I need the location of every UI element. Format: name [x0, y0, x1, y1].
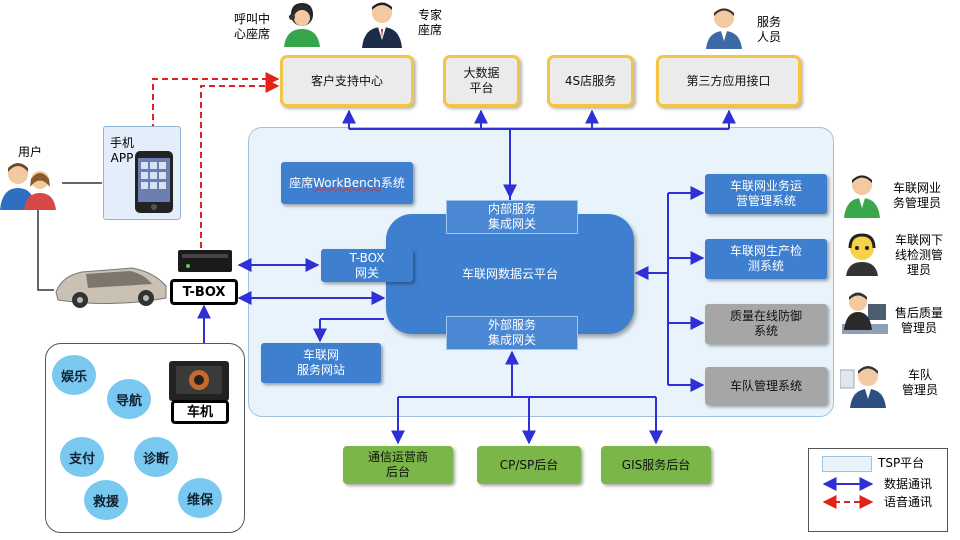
expert-label: 专家 座席 [417, 8, 442, 37]
head-unit-icon [169, 361, 229, 401]
quality-defense-system[interactable]: 质量在线防御 系统 [705, 304, 827, 344]
quality-manager-icon [842, 292, 888, 334]
vehicle-service-website[interactable]: 车联网 服务网站 [261, 343, 381, 383]
call-center-label: 呼叫中 心座席 [233, 12, 270, 41]
workbench-prefix: 座席 [289, 175, 314, 190]
legend-tsp-label: TSP平台 [878, 456, 925, 470]
car-icon [55, 267, 167, 308]
gis-backend[interactable]: GIS服务后台 [601, 446, 711, 484]
cloud-platform [386, 214, 634, 334]
user-label: 用户 [17, 145, 42, 159]
diagnosis-bubble[interactable]: 诊断 [134, 437, 178, 477]
internal-service-gateway[interactable]: 内部服务 集成网关 [446, 200, 578, 234]
maintenance-bubble[interactable]: 维保 [178, 478, 222, 518]
external-service-gateway[interactable]: 外部服务 集成网关 [446, 316, 578, 350]
service-staff-icon [706, 8, 742, 49]
smartphone-icon[interactable] [134, 150, 174, 214]
workbench-suffix: 系统 [380, 175, 405, 190]
business-manager-icon [844, 175, 880, 218]
offline-inspector-icon [846, 233, 878, 276]
third-party-api[interactable]: 第三方应用接口 [656, 55, 801, 107]
service-staff-label: 服务 人员 [756, 15, 781, 44]
production-inspection-system[interactable]: 车联网生产检 测系统 [705, 239, 827, 279]
legend-tsp-swatch [822, 456, 872, 472]
expert-agent-icon [362, 2, 402, 48]
head-unit-label[interactable]: 车机 [171, 400, 229, 424]
customer-support-center[interactable]: 客户支持中心 [280, 55, 414, 107]
big-data-platform[interactable]: 大数据 平台 [443, 55, 520, 107]
legend-voice-label: 语音通讯 [884, 495, 933, 509]
business-manager-label: 车联网业 务管理员 [892, 181, 941, 210]
rescue-bubble[interactable]: 救援 [84, 480, 128, 520]
fleet-manager-label: 车队 管理员 [901, 368, 938, 397]
user-icon [0, 163, 56, 210]
legend-data-label: 数据通讯 [884, 477, 933, 491]
operations-management-system[interactable]: 车联网业务运 营管理系统 [705, 174, 827, 214]
offline-inspector-label: 车联网下 线检测管 理员 [894, 233, 943, 277]
tbox-label[interactable]: T-BOX [170, 279, 238, 305]
legend-line-samples [822, 477, 874, 509]
entertainment-bubble[interactable]: 娱乐 [52, 355, 96, 395]
workbench-word: WorkBench [313, 175, 381, 190]
quality-manager-label: 售后质量 管理员 [894, 306, 943, 335]
link-user-car [37, 210, 54, 291]
carrier-backend[interactable]: 通信运营商 后台 [343, 446, 453, 484]
navigation-bubble[interactable]: 导航 [107, 379, 151, 419]
cpsp-backend[interactable]: CP/SP后台 [477, 446, 581, 484]
payment-bubble[interactable]: 支付 [60, 437, 104, 477]
phone-app-label: 手机 APP [109, 136, 134, 165]
call-center-agent-icon [284, 2, 320, 47]
voice-link-tbox [200, 79, 280, 248]
fleet-manager-icon [840, 366, 886, 408]
tbox-gateway[interactable]: T-BOX 网关 [321, 249, 413, 282]
cloud-platform-label: 车联网数据云平台 [461, 266, 558, 281]
dealer-service[interactable]: 4S店服务 [547, 55, 634, 107]
tbox-device-icon [178, 250, 232, 272]
fleet-management-system[interactable]: 车队管理系统 [705, 367, 827, 405]
